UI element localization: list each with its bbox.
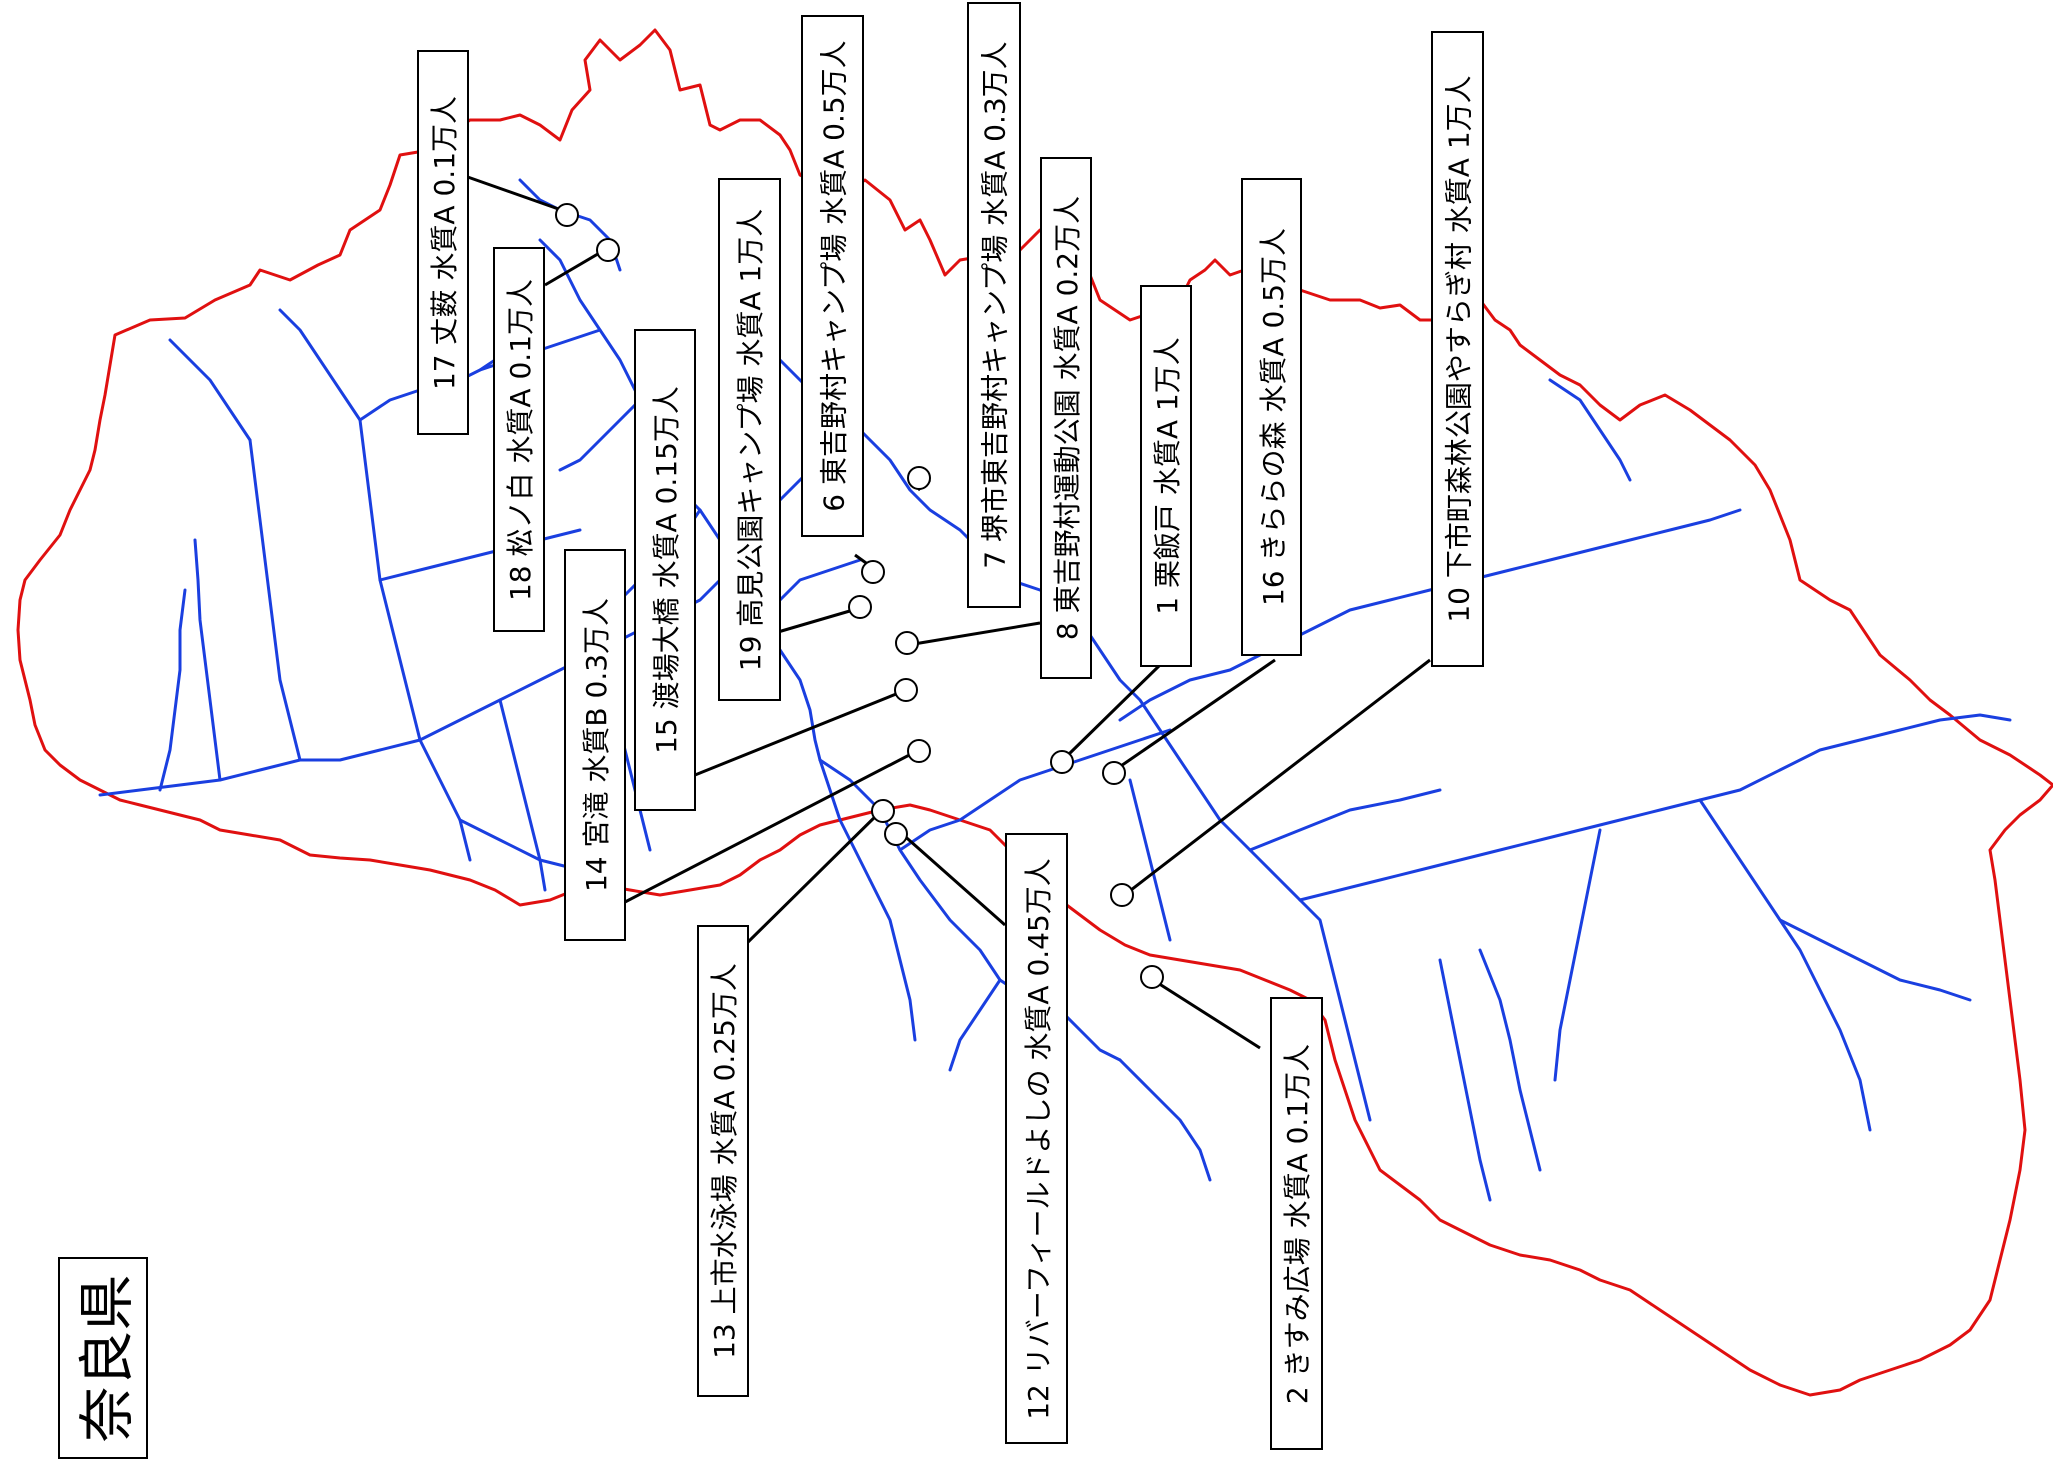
site-marker-12 [884,822,908,846]
site-label-7: 7 堺市東吉野村キャンプ場 水質A 0.3万人 [967,2,1021,608]
prefecture-name: 奈良県 [75,1274,141,1442]
prefecture-boundary [16,28,2053,1397]
site-label-14-text: 14 宮滝 水質B 0.3万人 [580,597,614,893]
site-marker-15 [894,678,918,702]
site-label-6: 6 東吉野村キャンプ場 水質A 0.5万人 [801,15,864,537]
site-marker-19 [848,595,872,619]
site-label-19: 19 高見公園キャンプ場 水質A 1万人 [718,178,781,701]
site-markers [555,203,1164,989]
site-marker-18 [596,238,620,262]
site-label-17: 17 丈薮 水質A 0.1万人 [417,50,469,435]
site-marker-1 [1050,750,1074,774]
site-label-19-text: 19 高見公園キャンプ場 水質A 1万人 [734,208,768,671]
site-label-2-text: 2 きすみ広場 水質A 0.1万人 [1281,1043,1315,1404]
site-label-18: 18 松ノ白 水質A 0.1万人 [493,247,545,632]
site-label-7-text: 7 堺市東吉野村キャンプ場 水質A 0.3万人 [979,41,1012,569]
site-label-8: 8 東吉野村運動公園 水質A 0.2万人 [1040,157,1092,679]
site-label-2: 2 きすみ広場 水質A 0.1万人 [1270,997,1323,1450]
site-label-6-text: 6 東吉野村キャンプ場 水質A 0.5万人 [817,40,851,512]
site-label-8-text: 8 東吉野村運動公園 水質A 0.2万人 [1051,195,1085,641]
site-marker-16 [1102,761,1126,785]
site-label-10: 10 下市町森林公園やすらぎ村 水質A 1万人 [1431,31,1484,667]
site-label-15-text: 15 渡場大橋 水質A 0.15万人 [650,386,683,754]
site-label-12-text: 12 リバーフィールドよしの 水質A 0.45万人 [1021,857,1055,1420]
site-marker-6 [861,560,885,584]
site-label-18-text: 18 松ノ白 水質A 0.1万人 [504,278,538,601]
site-label-14: 14 宮滝 水質B 0.3万人 [564,549,626,941]
site-label-13: 13 上市水泳場 水質A 0.25万人 [697,925,749,1397]
site-label-12: 12 リバーフィールドよしの 水質A 0.45万人 [1005,833,1068,1444]
site-label-1-text: 1 栗飯戸 水質A 1万人 [1151,337,1184,615]
river-network [98,178,2012,1202]
prefecture-name-box: 奈良県 [58,1257,148,1459]
site-marker-7 [907,466,931,490]
site-label-13-text: 13 上市水泳場 水質A 0.25万人 [708,963,741,1359]
site-label-17-text: 17 丈薮 水質A 0.1万人 [428,95,462,390]
site-marker-10 [1110,883,1134,907]
site-label-10-text: 10 下市町森林公園やすらぎ村 水質A 1万人 [1442,75,1476,623]
site-label-16-text: 16 きららの森 水質A 0.5万人 [1256,227,1290,607]
site-marker-2 [1140,965,1164,989]
site-marker-17 [555,203,579,227]
site-label-16: 16 きららの森 水質A 0.5万人 [1241,178,1302,656]
site-marker-13 [871,799,895,823]
site-label-15: 15 渡場大橋 水質A 0.15万人 [634,329,696,811]
site-marker-8 [895,631,919,655]
site-marker-14 [907,739,931,763]
site-label-1: 1 栗飯戸 水質A 1万人 [1140,285,1192,667]
